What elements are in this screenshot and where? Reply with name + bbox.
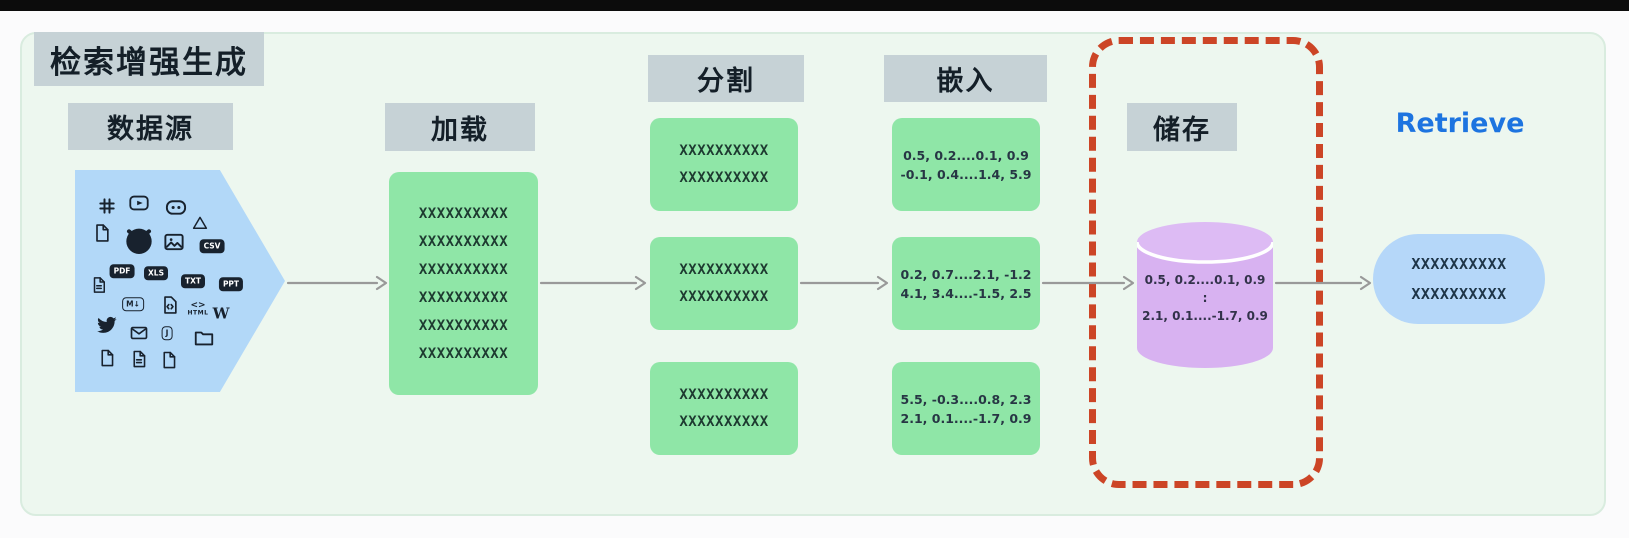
json-icon: J [161, 326, 173, 340]
github-icon [123, 224, 155, 256]
youtube-icon [128, 192, 150, 214]
split-box-3: XXXXXXXXXX XXXXXXXXXX [650, 362, 798, 455]
load-label: 加载 [385, 103, 535, 151]
txt-file-icon: TXT [180, 274, 206, 288]
split-label: 分割 [648, 55, 804, 102]
text-line: 2.1, 0.1....-1.7, 0.9 [1142, 309, 1268, 323]
wikipedia-icon: W [212, 304, 230, 323]
text-line: XXXXXXXXXX [418, 261, 509, 278]
text-line: XXXXXXXXXX [679, 169, 769, 186]
split-box-2: XXXXXXXXXX XXXXXXXXXX [650, 237, 798, 330]
database-cylinder-icon [1137, 222, 1273, 368]
text-line: 4.1, 3.4....-1.5, 2.5 [900, 285, 1032, 301]
google-drive-icon [191, 214, 209, 232]
text-line: XXXXXXXXXX [418, 233, 509, 250]
discord-icon [165, 196, 188, 219]
csv-file-icon: CSV [199, 239, 225, 253]
slack-icon [97, 196, 117, 216]
store-highlight-dashed-box [1089, 37, 1323, 488]
xls-file-icon: XLS [144, 266, 168, 280]
retrieve-label: Retrieve [1395, 107, 1525, 139]
text-line: XXXXXXXXXX [418, 205, 509, 222]
image-icon [163, 231, 186, 254]
text-line: -0.1, 0.4....1.4, 5.9 [900, 166, 1032, 182]
text-line: XXXXXXXXXX [418, 345, 509, 362]
text-line: 5.5, -0.3....0.8, 2.3 [900, 391, 1032, 407]
text-line: XXXXXXXXXX [418, 317, 509, 334]
embed-box-1: 0.5, 0.2....0.1, 0.9 -0.1, 0.4....1.4, 5.… [892, 118, 1040, 211]
html-icon: <>HTML [187, 300, 209, 317]
text-line: XXXXXXXXXX [679, 142, 769, 159]
file-icon [98, 349, 117, 368]
text-line: XXXXXXXXXX [1411, 285, 1507, 303]
text-line: XXXXXXXXXX [1411, 255, 1507, 273]
file-icon [160, 351, 179, 370]
text-line: XXXXXXXXXX [679, 261, 769, 278]
stored-vectors-text: 0.5, 0.2....0.1, 0.9: 2.1, 0.1....-1.7, 0… [1137, 250, 1273, 346]
retrieve-result-box: XXXXXXXXXX XXXXXXXXXX [1373, 234, 1545, 324]
file-icon [92, 223, 112, 243]
embed-box-3: 5.5, -0.3....0.8, 2.3 2.1, 0.1....-1.7, 0… [892, 362, 1040, 455]
mail-icon [129, 323, 149, 343]
text-line: XXXXXXXXXX [418, 289, 509, 306]
split-box-1: XXXXXXXXXX XXXXXXXXXX [650, 118, 798, 211]
file-text-icon [90, 276, 108, 294]
file-text-icon [130, 350, 149, 369]
text-line: XXXXXXXXXX [679, 288, 769, 305]
store-label: 储存 [1127, 103, 1237, 151]
top-black-bar [0, 0, 1629, 11]
page-title: 检索增强生成 [34, 32, 264, 86]
text-line: XXXXXXXXXX [679, 413, 769, 430]
embed-box-2: 0.2, 0.7....2.1, -1.2 4.1, 3.4....-1.5, 2… [892, 237, 1040, 330]
pdf-file-icon: PDF [109, 264, 135, 278]
datasource-label: 数据源 [68, 103, 233, 150]
text-line: XXXXXXXXXX [679, 386, 769, 403]
text-line: 0.5, 0.2....0.1, 0.9 [903, 147, 1029, 163]
code-file-icon [160, 295, 180, 315]
markdown-icon: M↓ [122, 297, 144, 311]
embed-label: 嵌入 [884, 55, 1047, 102]
text-line: 2.1, 0.1....-1.7, 0.9 [900, 410, 1032, 426]
load-box: XXXXXXXXXX XXXXXXXXXX XXXXXXXXXX XXXXXXXXXX… [389, 172, 538, 395]
text-line: : [1202, 291, 1208, 305]
text-line: 0.2, 0.7....2.1, -1.2 [900, 266, 1032, 282]
twitter-icon [97, 315, 118, 336]
diagram-panel [20, 32, 1606, 516]
ppt-file-icon: PPT [218, 277, 244, 291]
folder-icon [193, 327, 215, 349]
text-line: 0.5, 0.2....0.1, 0.9 [1144, 273, 1266, 287]
